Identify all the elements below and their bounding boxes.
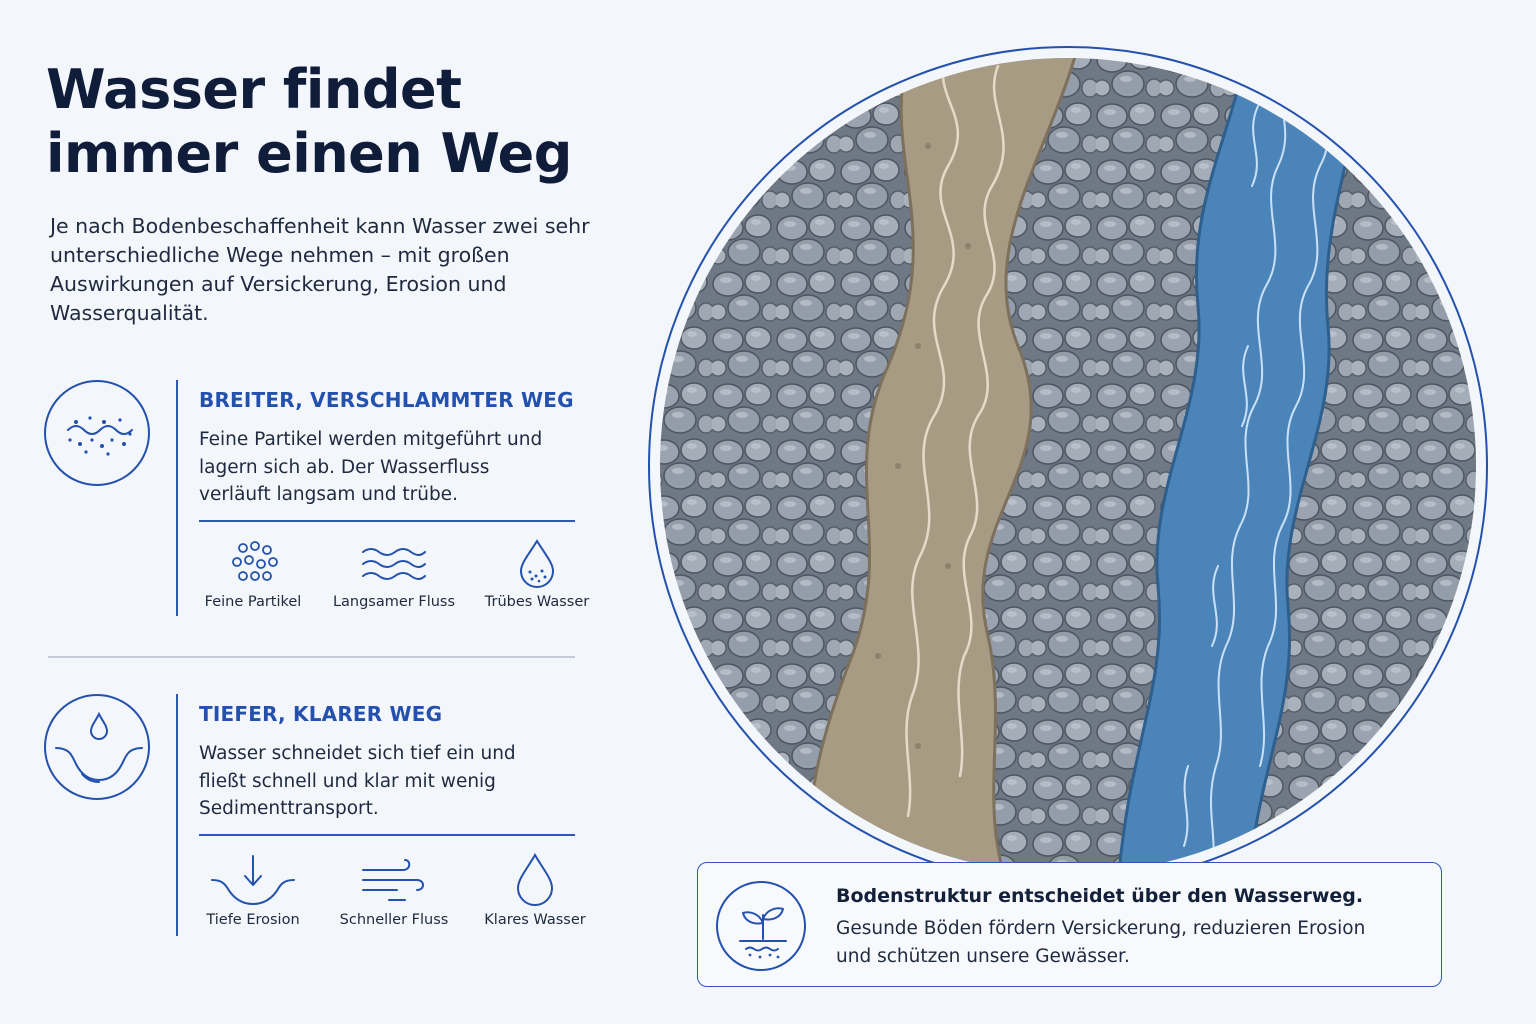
feature-label: Feine Partikel (204, 594, 302, 610)
turbid-drop-icon (519, 539, 555, 588)
deep-channel-drop-icon (44, 694, 150, 800)
soil-channel-illustration (648, 46, 1488, 886)
sprout-soil-icon (716, 881, 806, 971)
section-heading: BREITER, VERSCHLAMMTER WEG (199, 388, 574, 412)
feature-deep-erosion: Tiefe Erosion (178, 854, 328, 928)
info-heading: Bodenstruktur entscheidet über den Wasse… (836, 885, 1364, 907)
feature-fast-flow: Schneller Fluss (319, 854, 469, 928)
feature-label: Trübes Wasser (484, 594, 590, 610)
illustration-frame (648, 46, 1488, 886)
section-separator (199, 834, 575, 836)
section-rule (176, 694, 178, 936)
waves-icon (362, 548, 426, 580)
feature-slow-flow: Langsamer Fluss (319, 540, 469, 610)
intro-text: Je nach Bodenbeschaffenheit kann Wasser … (50, 214, 590, 325)
section-separator (199, 520, 575, 522)
silt-particles-icon (44, 380, 150, 486)
info-text: Gesunde Böden fördern Versickerung, redu… (836, 918, 1366, 967)
feature-fine-particles: Feine Partikel (178, 540, 328, 610)
feature-turbid-water: Trübes Wasser (462, 538, 612, 610)
section-text: Wasser schneidet sich tief ein und fließ… (199, 743, 516, 819)
fast-flow-icon (362, 859, 424, 901)
feature-label: Klares Wasser (484, 912, 586, 928)
info-box: Bodenstruktur entscheidet über den Wasse… (697, 862, 1442, 987)
section-heading: TIEFER, KLARER WEG (199, 702, 443, 726)
page-title: Wasser findet immer einen Weg (46, 58, 572, 185)
feature-label: Langsamer Fluss (332, 594, 456, 610)
deep-erosion-icon (211, 855, 295, 905)
feature-clear-water: Klares Wasser (460, 852, 610, 928)
clear-drop-icon (516, 852, 554, 906)
section-text: Feine Partikel werden mitgeführt und lag… (199, 429, 543, 505)
particles-icon (232, 541, 278, 581)
feature-label: Tiefe Erosion (206, 912, 300, 928)
feature-label: Schneller Fluss (339, 912, 449, 928)
section-divider (48, 656, 575, 658)
section-rule (176, 380, 178, 616)
